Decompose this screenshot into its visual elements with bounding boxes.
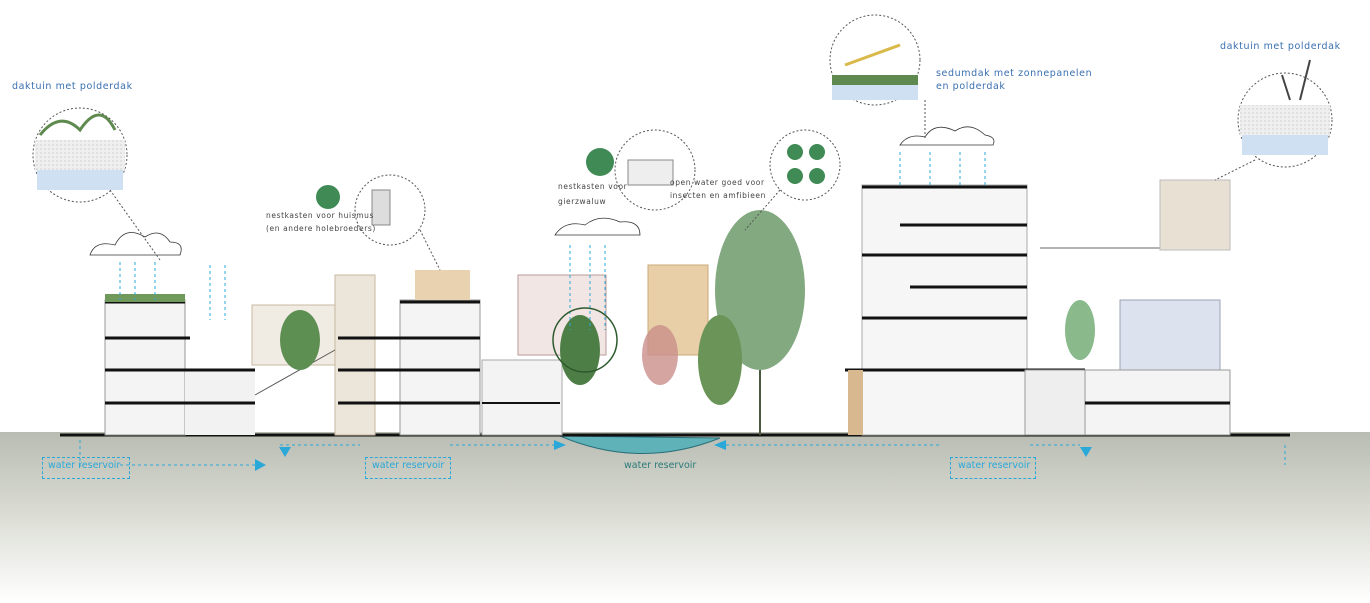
label-roof-garden-right: daktuin met polderdak (1220, 41, 1341, 52)
water-flow-arrows (120, 444, 1080, 466)
callout-roof-left (32, 107, 161, 261)
label-sedum-roof-1: sedumdak met zonnepanelen (936, 68, 1093, 79)
reservoir-label-1: water reservoir (48, 460, 121, 471)
callout-sparrow-nest (316, 174, 441, 271)
label-roof-garden-left: daktuin met polderdak (12, 81, 133, 92)
arrow-heads (255, 440, 1092, 471)
label-swift-nest-1: nestkasten voor (558, 182, 628, 191)
reservoir-label-2: water reservoir (372, 460, 445, 471)
reservoir-box-2 (365, 457, 451, 479)
callout-swift-nest (586, 129, 696, 211)
reservoir-box-1 (42, 457, 130, 479)
reservoir-label-3: water reservoir (624, 460, 697, 471)
label-sparrow-nest-2: (en andere holebroeders) (266, 224, 376, 233)
pond (559, 435, 721, 454)
building-right-tower (845, 184, 1230, 436)
building-right (1084, 179, 1231, 436)
label-open-water-2: insecten en amfibieen (670, 191, 766, 200)
building-center-left (251, 270, 481, 436)
callout-roof-right (1214, 59, 1333, 181)
reservoir-box-4 (950, 457, 1036, 479)
building-left (104, 294, 255, 436)
rain-lines (79, 152, 1286, 470)
callout-open-water (744, 129, 841, 231)
ground (0, 432, 1370, 603)
reservoir-label-4: water reservoir (958, 460, 1031, 471)
label-open-water-1: open water goed voor (670, 178, 765, 187)
label-swift-nest-2: gierzwaluw (558, 197, 607, 206)
label-sedum-roof-2: en polderdak (936, 81, 1006, 92)
trees (280, 210, 1095, 435)
label-sparrow-nest-1: nestkasten voor huismus (266, 211, 374, 220)
clouds (89, 126, 995, 256)
callout-sedum-roof (829, 14, 926, 140)
bird-loop (552, 307, 618, 373)
